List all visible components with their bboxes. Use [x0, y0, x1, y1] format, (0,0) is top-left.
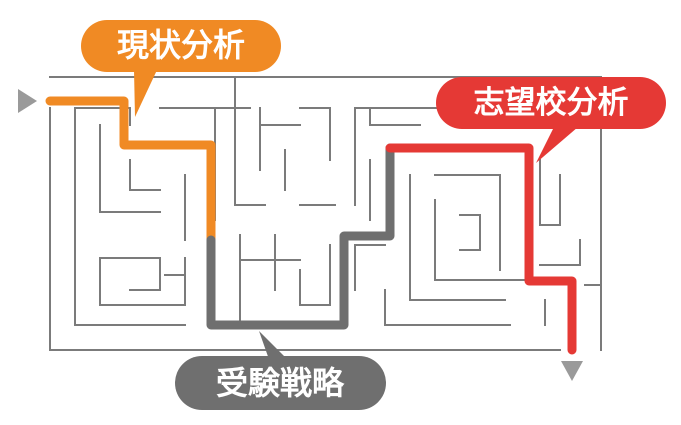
- maze-wall: [539, 159, 561, 226]
- maze-wall: [434, 174, 501, 271]
- gray-path: [206, 143, 395, 330]
- maze-wall: [99, 257, 186, 306]
- maze-wall: [434, 199, 526, 281]
- target-school-analysis-tail: [536, 127, 578, 163]
- target-school-analysis-callout: 志望校分析: [436, 77, 666, 163]
- maze-wall: [299, 244, 331, 306]
- target-school-analysis-bubble: [436, 77, 666, 129]
- exam-strategy-label: 受験戦略: [216, 364, 345, 402]
- end-arrow-icon: [561, 361, 583, 381]
- maze-wall: [74, 107, 131, 126]
- maze-wall: [354, 244, 386, 291]
- exam-strategy-callout: 受験戦略: [175, 331, 386, 410]
- maze-wall: [239, 234, 301, 326]
- maze-wall: [369, 107, 421, 126]
- maze-wall: [99, 124, 161, 213]
- exam-strategy-bubble: [175, 356, 386, 410]
- maze-wall: [129, 159, 161, 191]
- current-analysis-callout: 現状分析: [81, 20, 281, 117]
- red-path: [385, 143, 577, 355]
- start-arrow-icon: [18, 89, 37, 113]
- current-analysis-label: 現状分析: [117, 26, 245, 64]
- maze-wall: [459, 214, 481, 251]
- maze-wall: [99, 257, 161, 291]
- maze-wall: [384, 289, 511, 326]
- orange-path: [45, 96, 216, 245]
- current-analysis-bubble: [81, 20, 281, 72]
- maze-wall: [409, 174, 506, 301]
- current-analysis-tail: [134, 70, 157, 117]
- maze-wall: [234, 76, 266, 206]
- target-school-analysis-label: 志望校分析: [474, 85, 629, 121]
